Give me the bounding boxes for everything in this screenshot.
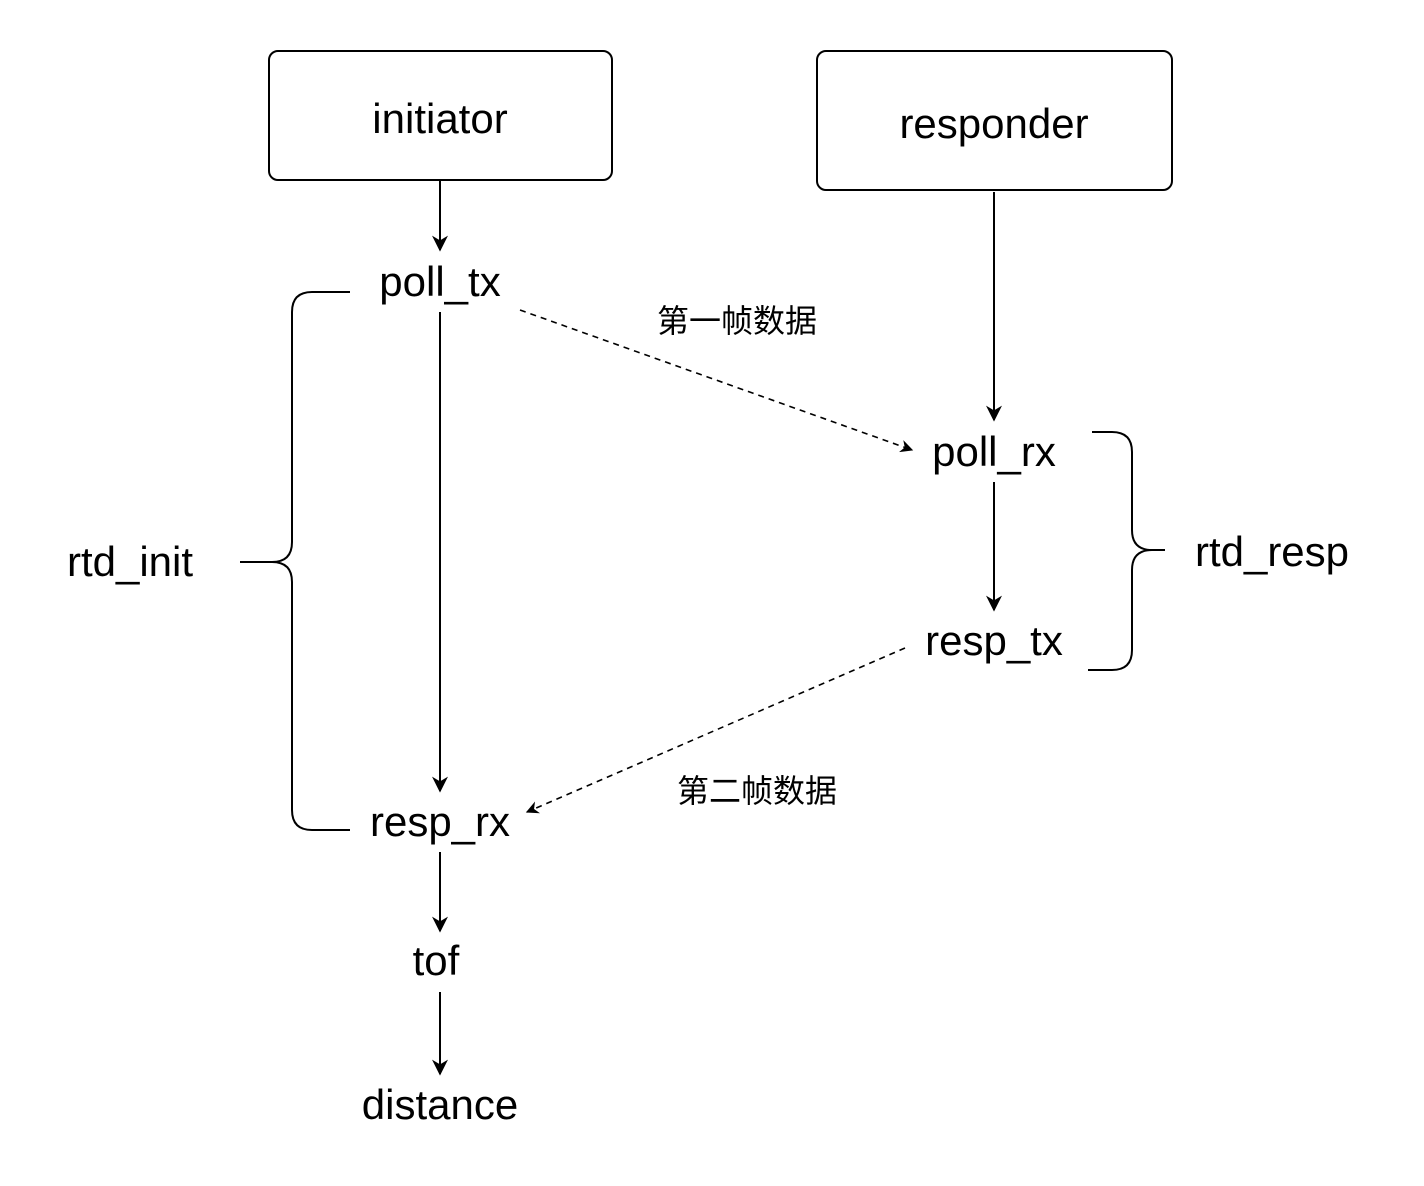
rtd-resp-brace xyxy=(1088,431,1165,671)
rtd-init-label: rtd_init xyxy=(67,538,193,585)
dashed-arrow-second-frame xyxy=(525,647,906,814)
dashed-arrow-first-frame xyxy=(519,309,914,453)
responder-label: responder xyxy=(899,100,1088,147)
poll-rx-label: poll_rx xyxy=(932,428,1056,475)
responder-box xyxy=(816,50,1173,191)
distance-label: distance xyxy=(362,1081,518,1128)
second-frame-label: 第二帧数据 xyxy=(677,773,837,809)
initiator-label: initiator xyxy=(372,95,507,142)
initiator-box xyxy=(268,50,613,181)
poll-tx-label: poll_tx xyxy=(379,258,500,305)
resp-rx-label: resp_rx xyxy=(370,798,510,845)
rtd-init-brace xyxy=(240,291,350,831)
tof-label: tof xyxy=(413,937,460,984)
resp-tx-label: resp_tx xyxy=(925,617,1063,664)
first-frame-label: 第一帧数据 xyxy=(657,303,817,339)
rtd-resp-label: rtd_resp xyxy=(1195,528,1349,575)
